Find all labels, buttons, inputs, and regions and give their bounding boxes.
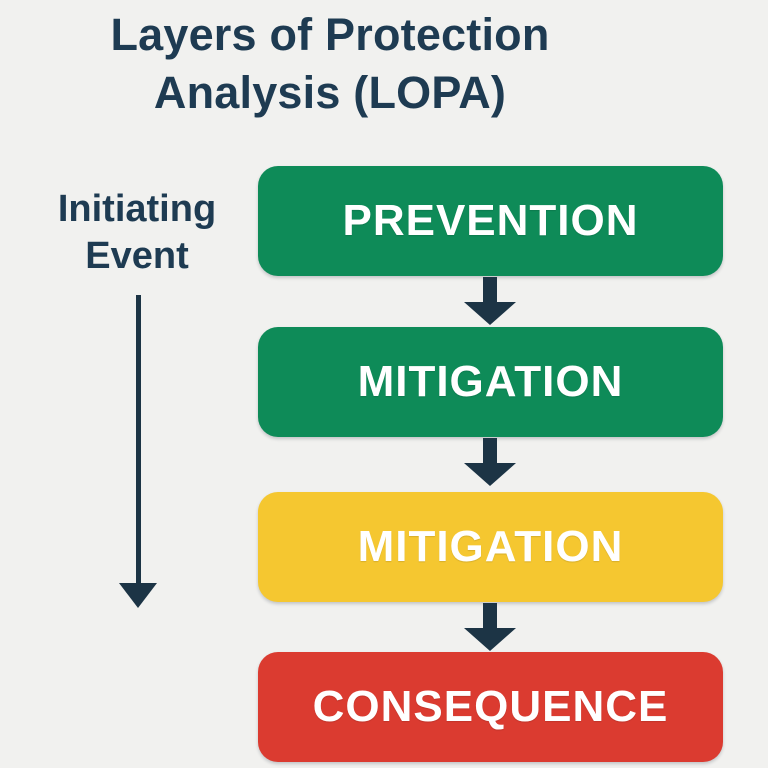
page-title-line-1: Layers of Protection xyxy=(110,9,550,60)
layer-label-mitigation-2: MITIGATION xyxy=(357,522,624,571)
layer-box-prevention: PREVENTION xyxy=(258,166,723,276)
initiating-event-label-line-1: Initiating xyxy=(57,188,217,230)
initiating-event-label-line-2: Event xyxy=(85,235,189,277)
arrow-head-icon xyxy=(464,628,516,651)
arrow-head-icon xyxy=(464,463,516,486)
arrow-stem xyxy=(483,277,497,303)
initiating-event-label: Initiating Event xyxy=(27,186,247,280)
page-title: Layers of Protection Analysis (LOPA) xyxy=(40,6,620,122)
layer-label-mitigation-1: MITIGATION xyxy=(357,357,624,406)
arrow-head-icon xyxy=(464,302,516,325)
down-arrow-icon xyxy=(464,438,516,488)
arrow-stem xyxy=(136,295,141,585)
down-arrow-icon xyxy=(464,277,516,327)
layer-box-consequence: CONSEQUENCE xyxy=(258,652,723,762)
arrow-stem xyxy=(483,438,497,464)
initiating-event-down-arrow-icon xyxy=(117,295,159,609)
arrow-head-icon xyxy=(119,583,157,608)
layer-label-prevention: PREVENTION xyxy=(342,196,639,245)
down-arrow-icon xyxy=(464,603,516,653)
arrow-stem xyxy=(483,603,497,629)
layer-label-consequence: CONSEQUENCE xyxy=(312,682,669,731)
layer-box-mitigation-2: MITIGATION xyxy=(258,492,723,602)
layer-box-mitigation-1: MITIGATION xyxy=(258,327,723,437)
page-title-line-2: Analysis (LOPA) xyxy=(153,67,507,118)
